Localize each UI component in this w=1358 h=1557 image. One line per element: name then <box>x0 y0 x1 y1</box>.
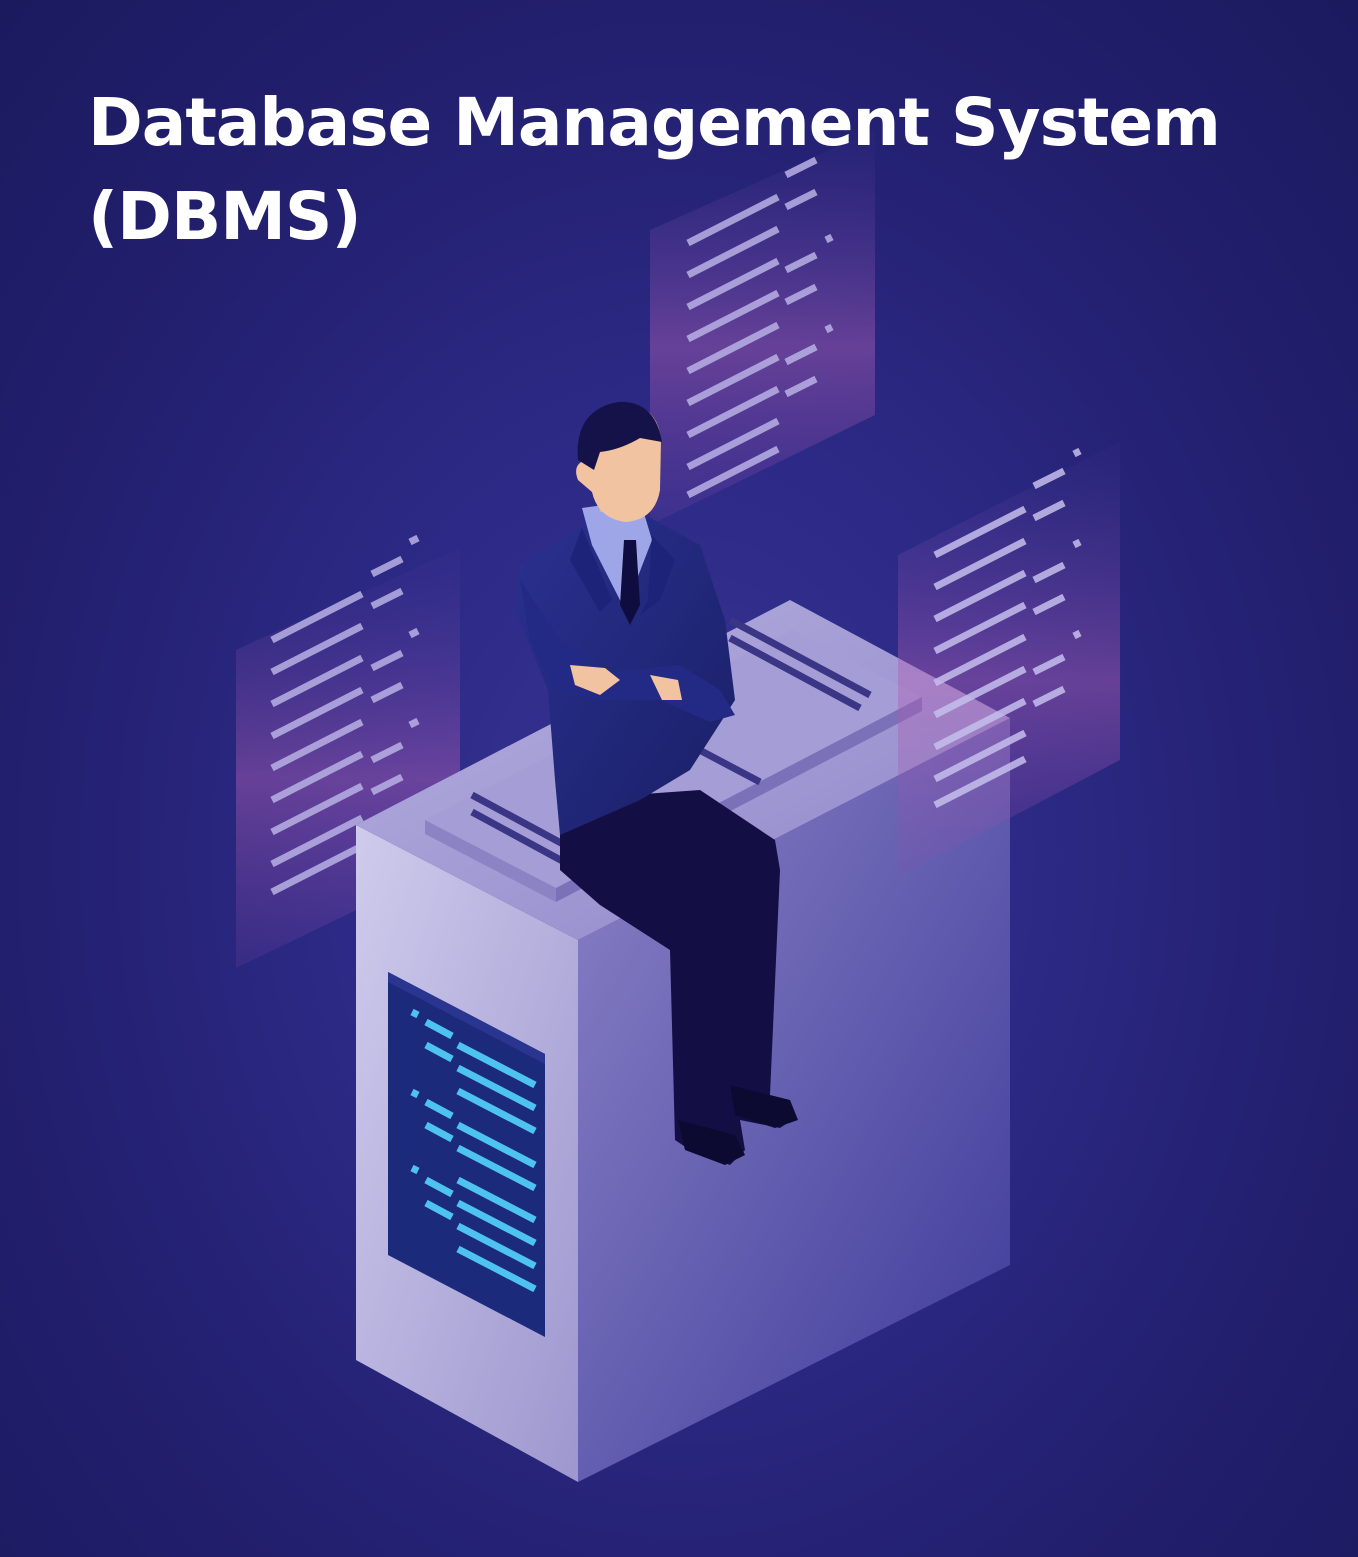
data-panel-top <box>650 130 875 525</box>
person-tie <box>620 540 640 625</box>
data-panel-icon <box>898 442 1120 877</box>
person-shoe-right <box>730 1085 798 1128</box>
data-panel-right <box>898 442 1120 877</box>
person-shoe-left <box>678 1120 745 1165</box>
data-panel-lines <box>933 447 1082 809</box>
page-title: Database Management System (DBMS) <box>88 76 1318 264</box>
data-panel-lines <box>686 156 834 499</box>
person-arms <box>520 580 735 722</box>
title-line-1: Database Management System <box>88 84 1221 161</box>
server-icon <box>356 600 1010 1482</box>
server-screen-lines <box>410 1008 537 1293</box>
person-hair <box>577 401 662 470</box>
data-panel-lines <box>270 534 420 896</box>
person-hand-left <box>570 665 620 695</box>
person-hand-right <box>650 675 682 700</box>
person-icon <box>515 401 798 1165</box>
title-line-2: (DBMS) <box>88 178 362 255</box>
person-legs <box>560 790 795 1165</box>
